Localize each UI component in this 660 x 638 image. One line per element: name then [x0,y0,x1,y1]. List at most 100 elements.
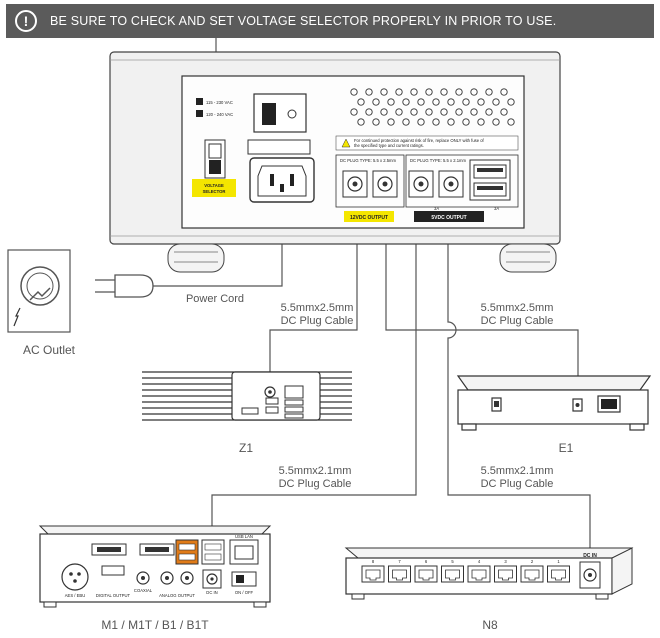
m1-lan-label: USB LAN [235,534,253,539]
z1-device [142,371,352,421]
ethernet-port: 8 [361,559,385,583]
amp-3a-a: 3A [434,206,439,211]
port-number: 7 [398,559,401,564]
vent-hole [417,118,425,126]
fuse-warning-1: For continued protection against risk of… [354,138,485,143]
ethernet-port: 7 [388,559,411,583]
vent-hole [425,108,433,116]
m1-aes-label: AES / EBU [65,593,85,598]
vent-hole [402,118,410,126]
ethernet-port: 6 [414,559,438,583]
vent-hole [372,118,380,126]
vent-hole [432,98,440,106]
plug-type-5v: DC PLUG TYPE: 5.5 x 2.1mm [410,158,467,163]
vent-hole [500,88,508,96]
fuse-warning-2: the specified type and current ratings. [354,143,424,148]
e1-label: E1 [558,441,574,455]
port-number: 4 [478,559,481,564]
vent-hole [507,98,515,106]
m1-label: M1 / M1T / B1 / B1T [101,618,209,632]
vent-hole [365,108,373,116]
vent-hole [432,118,440,126]
vent-hole [462,98,470,106]
vent-hole [350,88,358,96]
ethernet-port: 3 [494,559,517,583]
port-number: 6 [425,559,428,564]
vent-hole [380,108,388,116]
vent-hole [402,98,410,106]
cable-e1-label-1: 5.5mmx2.5mm [480,302,554,314]
ventilation-holes [350,88,515,126]
output-5v-badge [414,211,484,222]
power-plug [95,274,154,298]
n8-device: 8 7 6 5 4 3 2 1 DC IN [344,547,634,600]
vent-hole [357,98,365,106]
cable-z1-label-1: 5.5mmx2.5mm [280,302,354,314]
voltage-selector-text-2: SELECTOR [203,189,226,194]
vent-hole [440,88,448,96]
vent-hole [357,118,365,126]
vent-hole [410,108,418,116]
power-supply-unit: 115 - 230 VAC 120 - 240 VAC VOLTAGE SELE… [109,51,561,273]
ac-outlet-label: AC Outlet [22,343,76,357]
n8-ports: 8 7 6 5 4 3 2 1 [361,559,570,583]
z1-label: Z1 [238,441,253,455]
output-12v-badge [344,211,394,222]
vent-hole [387,118,395,126]
vent-hole [507,118,515,126]
fuse-holder [247,139,311,155]
cable-m1-label-1: 5.5mmx2.1mm [278,465,352,477]
cable-n8 [447,198,591,560]
vent-hole [462,118,470,126]
power-switch [253,93,307,133]
m1-analog-label: ANALOG OUTPUT [159,593,195,598]
vent-hole [477,118,485,126]
vent-hole [492,118,500,126]
amp-3a-b: 3A [494,206,499,211]
vent-hole [440,108,448,116]
warning-text: BE SURE TO CHECK AND SET VOLTAGE SELECTO… [50,14,557,28]
output-5v-label: 5VDC OUTPUT [431,215,466,221]
port-number: 3 [504,559,507,564]
n8-dc-in-label: DC IN [583,553,597,559]
vent-hole [470,88,478,96]
cable-e1-label-2: DC Plug Cable [480,315,554,327]
n8-label: N8 [482,618,498,632]
cable-e1 [385,198,579,398]
voltage-120-label: 120 - 240 VAC [206,112,233,117]
m1-dc-in-label: DC IN [206,590,217,595]
plug-type-12v: DC PLUG TYPE: 5.5 x 2.5mm [340,158,397,163]
vent-hole [395,88,403,96]
vent-hole [372,98,380,106]
port-number: 1 [557,559,560,564]
m1-coaxial-label: COAXIAL [134,588,153,593]
vent-hole [447,118,455,126]
m1-on-off-label: ON / OFF [235,590,254,595]
power-cord-label: Power Cord [185,293,245,305]
vent-hole [350,108,358,116]
vent-hole [455,88,463,96]
vent-hole [485,108,493,116]
vent-hole [387,98,395,106]
ac-outlet [7,249,71,333]
vent-hole [470,108,478,116]
vent-hole [395,108,403,116]
port-number: 2 [531,559,534,564]
electric-bolt-icon [13,307,21,327]
vent-hole [447,98,455,106]
ethernet-port: 2 [520,559,544,583]
vent-hole [425,88,433,96]
vent-hole [455,108,463,116]
vent-hole [492,98,500,106]
vent-hole [477,98,485,106]
voltage-selector-badge [192,179,236,197]
ethernet-port: 5 [441,559,464,583]
vent-hole [417,98,425,106]
cable-n8-label-2: DC Plug Cable [480,478,554,490]
vent-hole [365,88,373,96]
voltage-115-label: 115 - 230 VAC [206,100,233,105]
ethernet-port: 1 [547,559,570,583]
port-number: 5 [451,559,454,564]
ethernet-port: 4 [467,559,491,583]
